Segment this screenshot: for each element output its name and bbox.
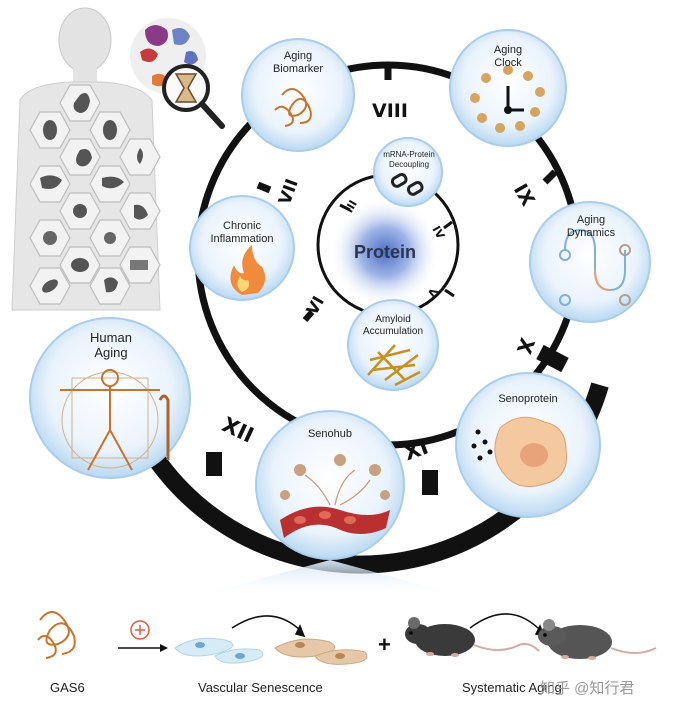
organ-icons [40,93,148,293]
label-mrna-decoupling: mRNA-Protein Decoupling [383,150,435,169]
curved-arrow-icon [231,615,306,638]
aged-mouse-icon [538,619,657,660]
magnifier-hourglass-icon [162,64,225,129]
gas6-protein-icon [37,611,76,659]
biomarker-protein-icon [274,88,312,127]
ring-ticks [206,66,569,495]
label-systematic-aging: Systematic Aging [462,680,562,695]
plus-sign: + [378,632,391,657]
numeral-viii: VIII [372,100,408,122]
center-protein-label: Protein [353,242,416,262]
label-aging-dynamics: Aging Dynamics [566,214,616,239]
young-mouse-icon [405,617,540,657]
label-aging-biomarker: Aging Biomarker [272,50,324,75]
endothelial-cells-icon [174,637,264,664]
label-human-aging: Human Aging [90,330,132,360]
label-chronic-inflammation: Chronic Inflammation [210,220,274,245]
protein-core [330,197,440,307]
clock-icon [470,65,545,133]
senescent-cell-icon [471,416,568,487]
watermark: 知乎 @知行君 [540,680,635,697]
label-vascular-senescence: Vascular Senescence [198,680,323,695]
link-broken-icon [390,173,424,196]
label-gas6: GAS6 [50,680,85,695]
label-amyloid-accumulation: Amyloid Accumulation [362,314,424,337]
dynamics-loop-icon [559,228,631,306]
plus-circle-icon [130,620,150,640]
senescent-endothelial-cells-icon [274,638,368,665]
senohub-vessel-icon [280,454,390,538]
curved-arrow-2-icon [469,613,546,638]
label-senohub: Senohub [307,428,353,440]
amyloid-fibrils-icon [367,344,421,387]
vitruvian-man-icon [60,369,170,471]
label-senoprotein: Senoprotein [498,393,558,405]
arrow-right-icon [118,644,168,652]
label-aging-clock: Aging Clock [493,44,523,69]
flame-icon [230,245,266,295]
spotlight-beam [190,560,470,598]
